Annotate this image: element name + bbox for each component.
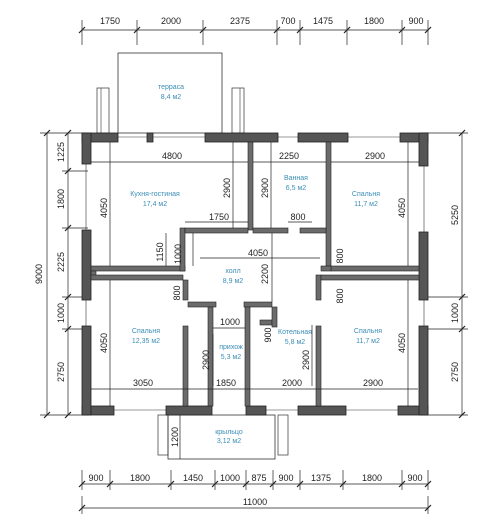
room-terrace-area: 8,4 м2 [161, 94, 181, 101]
dim-2250: 2250 [279, 151, 299, 161]
interior-dimensions: 4800 2250 2900 4050 2900 2900 4050 1750 … [91, 142, 419, 406]
dim-bottom-3: 1450 [183, 473, 203, 483]
right-dimension-chain: 5250 1000 2750 [424, 129, 468, 419]
dim-bottom-9: 900 [407, 473, 422, 483]
dim-800-r1: 800 [335, 248, 345, 263]
dim-2900-boiler: 2900 [301, 350, 311, 370]
dim-right-3: 2750 [450, 362, 460, 382]
dim-top-5: 1475 [313, 16, 333, 26]
room-bed-bl-name: Спальня [132, 328, 160, 335]
dim-left-5: 2750 [56, 362, 66, 382]
dim-bottom-total: 11000 [243, 497, 267, 507]
dim-2900-bath: 2900 [260, 178, 270, 198]
dim-bottom-8: 1800 [362, 473, 382, 483]
dim-left-4: 1000 [56, 303, 66, 323]
dim-bottom-2: 1800 [130, 473, 150, 483]
dim-top-7: 900 [408, 16, 423, 26]
room-foyer-name: прихож [219, 344, 243, 351]
dim-4050-bed-br: 4050 [397, 333, 407, 353]
dim-bottom-5: 875 [251, 473, 266, 483]
dim-top-6: 1800 [364, 16, 384, 26]
dim-2900-bottom: 2900 [363, 378, 383, 388]
dim-porch-1200: 1200 [170, 427, 180, 447]
dim-2900-top: 2900 [365, 151, 385, 161]
dim-2000: 2000 [282, 378, 302, 388]
room-porch-name: крыльцо [215, 429, 243, 436]
dim-800-bath: 800 [290, 212, 305, 222]
dim-right-2: 1000 [450, 303, 460, 323]
dim-bottom-6: 900 [278, 473, 293, 483]
dim-4800: 4800 [162, 151, 182, 161]
room-labels: Кухня-гостиная 17,4 м2 Ванная 6,5 м2 Спа… [130, 175, 382, 361]
left-dimension-chain: 9000 1225 1800 2225 1000 2750 [34, 129, 88, 419]
dim-800-r2: 800 [335, 288, 345, 303]
dim-right-1: 5250 [450, 205, 460, 225]
dim-top-4: 700 [280, 16, 295, 26]
dim-3050: 3050 [133, 378, 153, 388]
room-kitchen-area: 17,4 м2 [143, 201, 167, 208]
dim-1000-foyer: 1000 [220, 317, 240, 327]
terrace: терраса 8,4 м2 [96, 52, 245, 134]
dim-left-3: 2225 [56, 252, 66, 272]
bottom-dimension-chain: 900 1800 1450 1000 875 900 1375 1800 900… [78, 470, 432, 514]
dim-4050-bed-tr: 4050 [397, 198, 407, 218]
dim-bottom-4: 1000 [220, 473, 240, 483]
dim-4050-kitchen: 4050 [99, 198, 109, 218]
dim-900-boiler: 900 [263, 327, 273, 342]
dim-left-1: 1225 [56, 142, 66, 162]
dim-1150: 1150 [155, 242, 165, 261]
dim-1850: 1850 [216, 378, 236, 388]
dim-2900-kitchen: 2900 [222, 178, 232, 198]
room-terrace-name: терраса [158, 84, 184, 91]
interior-walls [90, 141, 420, 407]
room-boiler-name: Котельная [278, 329, 312, 336]
room-bath-name: Ванная [284, 175, 308, 182]
dim-top-3: 2375 [230, 16, 250, 26]
dim-left-2: 1800 [56, 189, 66, 209]
room-boiler-area: 5,8 м2 [285, 339, 305, 346]
room-bed-bl-area: 12,35 м2 [132, 338, 160, 345]
dim-2900-foyer: 2900 [201, 350, 211, 370]
room-foyer-area: 5,3 м2 [221, 354, 241, 361]
dim-left-total: 9000 [34, 264, 44, 284]
dim-800-l: 800 [172, 285, 182, 300]
room-hall-name: холл [225, 268, 240, 275]
dim-bottom-1: 900 [88, 473, 103, 483]
room-bed-br-name: Спальня [354, 328, 382, 335]
dim-top-1: 1750 [100, 16, 120, 26]
dim-4050-hall: 4050 [248, 248, 268, 258]
room-kitchen-name: Кухня-гостиная [130, 191, 180, 198]
room-porch-area: 3,12 м2 [217, 438, 241, 445]
dim-1750: 1750 [209, 212, 229, 222]
room-bed-br-area: 11,7 м2 [356, 338, 380, 345]
dim-4050-bed-bl: 4050 [99, 333, 109, 353]
room-hall-area: 8,9 м2 [223, 278, 243, 285]
top-dimension-chain: 1750 2000 2375 700 1475 1800 900 [78, 16, 432, 45]
dim-2200: 2200 [260, 264, 270, 284]
porch: крыльцо 3,12 м2 1200 [157, 414, 289, 460]
dim-bottom-7: 1375 [311, 473, 331, 483]
room-bed-tr-name: Спальня [352, 191, 380, 198]
outer-walls [81, 132, 429, 416]
room-bath-area: 6,5 м2 [286, 185, 306, 192]
dim-1000-kitchen: 1000 [173, 244, 183, 264]
dim-top-2: 2000 [161, 16, 181, 26]
room-bed-tr-area: 11,7 м2 [354, 201, 378, 208]
